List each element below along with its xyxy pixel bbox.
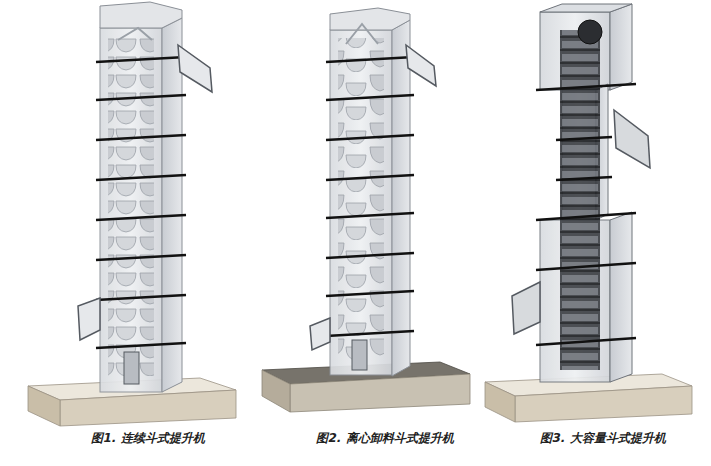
figure-caption: 图1. 连续斗式提升机	[91, 430, 204, 447]
figure-caption: 图3. 大容量斗式提升机	[540, 430, 665, 447]
centrifugal-discharge-elevator	[262, 8, 470, 412]
continuous-bucket-elevator	[28, 2, 236, 426]
figure-caption: 图2. 离心卸料斗式提升机	[316, 430, 453, 447]
high-capacity-bucket-elevator	[485, 4, 692, 422]
